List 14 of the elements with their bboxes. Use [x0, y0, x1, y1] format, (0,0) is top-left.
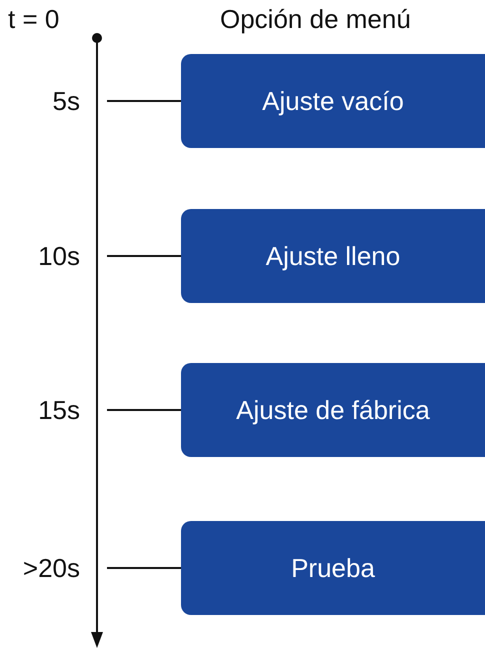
connector-line	[107, 255, 181, 257]
menu-option-box: Ajuste lleno	[181, 209, 485, 303]
time-label: >20s	[0, 553, 107, 583]
menu-option-box: Ajuste de fábrica	[181, 363, 485, 457]
column-heading: Opción de menú	[220, 4, 411, 34]
connector-line	[107, 100, 181, 102]
connector-line	[107, 567, 181, 569]
time-label: 5s	[0, 86, 107, 116]
time-label: 15s	[0, 395, 107, 425]
time-zero-label: t = 0	[8, 4, 60, 34]
menu-option-box: Ajuste vacío	[181, 54, 485, 148]
menu-option-box: Prueba	[181, 521, 485, 615]
connector-line	[107, 409, 181, 411]
time-label: 10s	[0, 241, 107, 271]
